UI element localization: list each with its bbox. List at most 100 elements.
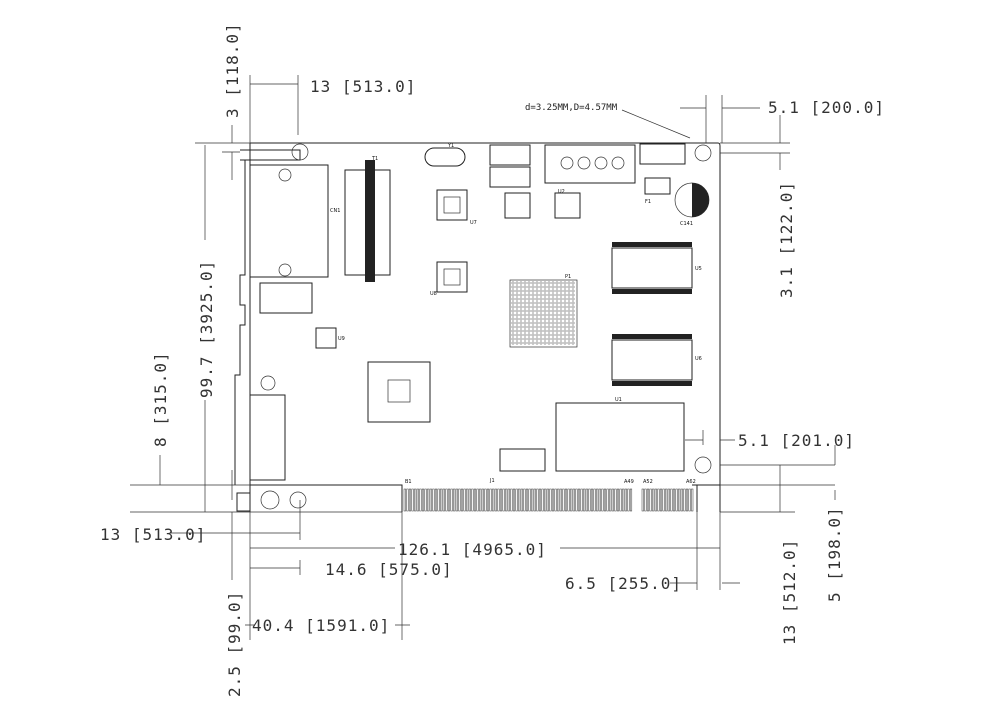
finger-contact	[685, 488, 689, 512]
bga-ball	[571, 309, 575, 313]
finger-contact	[570, 488, 573, 512]
label-cn1: CN1	[330, 208, 340, 214]
finger-contact	[445, 488, 448, 512]
finger-contact	[507, 488, 510, 512]
bga-ball	[543, 293, 547, 297]
finger-contact	[619, 488, 622, 512]
bga-ball	[563, 341, 567, 345]
bga-ball	[555, 333, 559, 337]
bga-ball	[559, 317, 563, 321]
finger-contact	[562, 488, 565, 512]
bga-p1	[509, 279, 578, 348]
bga-ball	[523, 281, 527, 285]
bga-ball	[527, 285, 531, 289]
dim-right-bottom-vertical: 5 [198.0]	[825, 506, 844, 602]
finger-contact	[549, 488, 552, 512]
bga-ball	[559, 337, 563, 341]
finger-contact	[598, 488, 601, 512]
label-u9: U9	[338, 336, 345, 342]
finger-contact	[616, 488, 620, 512]
finger-contact	[494, 488, 497, 512]
finger-contact	[484, 488, 487, 512]
bga-ball	[555, 281, 559, 285]
bga-ball	[547, 317, 551, 321]
bga-ball	[527, 321, 531, 325]
bga-ball	[523, 285, 527, 289]
finger-contact	[528, 488, 531, 512]
bga-ball	[547, 297, 551, 301]
chip-u5	[611, 247, 693, 289]
bga-ball	[511, 281, 515, 285]
label-a49: A49	[624, 479, 634, 485]
bga-ball	[543, 301, 547, 305]
finger-contact	[646, 488, 650, 512]
bga-ball	[567, 329, 571, 333]
bga-ball	[519, 305, 523, 309]
bga-ball	[523, 297, 527, 301]
finger-contact	[567, 488, 570, 512]
bga-ball	[559, 325, 563, 329]
bga-ball	[563, 337, 567, 341]
bga-ball	[555, 313, 559, 317]
bga-ball	[551, 333, 555, 337]
finger-contact	[421, 488, 425, 512]
bga-ball	[559, 321, 563, 325]
bga-ball	[527, 309, 531, 313]
label-u8: U8	[430, 291, 437, 297]
bga-ball	[547, 301, 551, 305]
bga-ball	[571, 317, 575, 321]
bga-ball	[531, 297, 535, 301]
finger-contact	[447, 488, 451, 512]
bga-ball	[511, 337, 515, 341]
bga-ball	[551, 293, 555, 297]
bga-ball	[551, 285, 555, 289]
bga-ball	[535, 321, 539, 325]
bga-ball	[535, 305, 539, 309]
finger-contact	[502, 488, 505, 512]
chip-u8	[436, 261, 468, 293]
dim-right-finger-vertical: 13 [512.0]	[780, 539, 799, 645]
bga-ball	[511, 301, 515, 305]
bga-ball	[511, 289, 515, 293]
dim-top-offset: 3 [118.0]	[223, 22, 242, 118]
bga-ball	[535, 313, 539, 317]
bga-ball	[571, 305, 575, 309]
bga-ball	[535, 309, 539, 313]
bga-ball	[543, 313, 547, 317]
bga-ball	[523, 305, 527, 309]
bga-ball	[555, 309, 559, 313]
bga-ball	[519, 333, 523, 337]
finger-contact	[614, 488, 617, 512]
bga-ball	[543, 325, 547, 329]
finger-contact	[523, 488, 526, 512]
bga-ball	[519, 281, 523, 285]
finger-contact	[675, 488, 678, 512]
finger-contact	[588, 488, 591, 512]
finger-contact	[680, 488, 683, 512]
finger-contact	[667, 488, 670, 512]
bga-ball	[543, 321, 547, 325]
bga-ball	[559, 309, 563, 313]
bga-ball	[543, 297, 547, 301]
bga-ball	[523, 321, 527, 325]
bga-ball	[555, 329, 559, 333]
bga-ball	[571, 329, 575, 333]
module-u1	[555, 402, 685, 472]
finger-contact	[505, 488, 508, 512]
finger-contact	[691, 488, 694, 512]
bga-ball	[571, 285, 575, 289]
label-u6: U6	[695, 356, 702, 362]
bga-ball	[539, 285, 543, 289]
bga-ball	[543, 329, 547, 333]
bga-ball	[555, 301, 559, 305]
bga-ball	[547, 333, 551, 337]
finger-contact	[476, 488, 479, 512]
crystal-y1	[424, 147, 466, 167]
finger-contact	[590, 488, 594, 512]
bga-ball	[547, 325, 551, 329]
bga-ball	[531, 337, 535, 341]
bga-ball	[515, 309, 519, 313]
bga-ball	[531, 289, 535, 293]
hole-note: d=3.25MM,D=4.57MM	[525, 103, 618, 113]
